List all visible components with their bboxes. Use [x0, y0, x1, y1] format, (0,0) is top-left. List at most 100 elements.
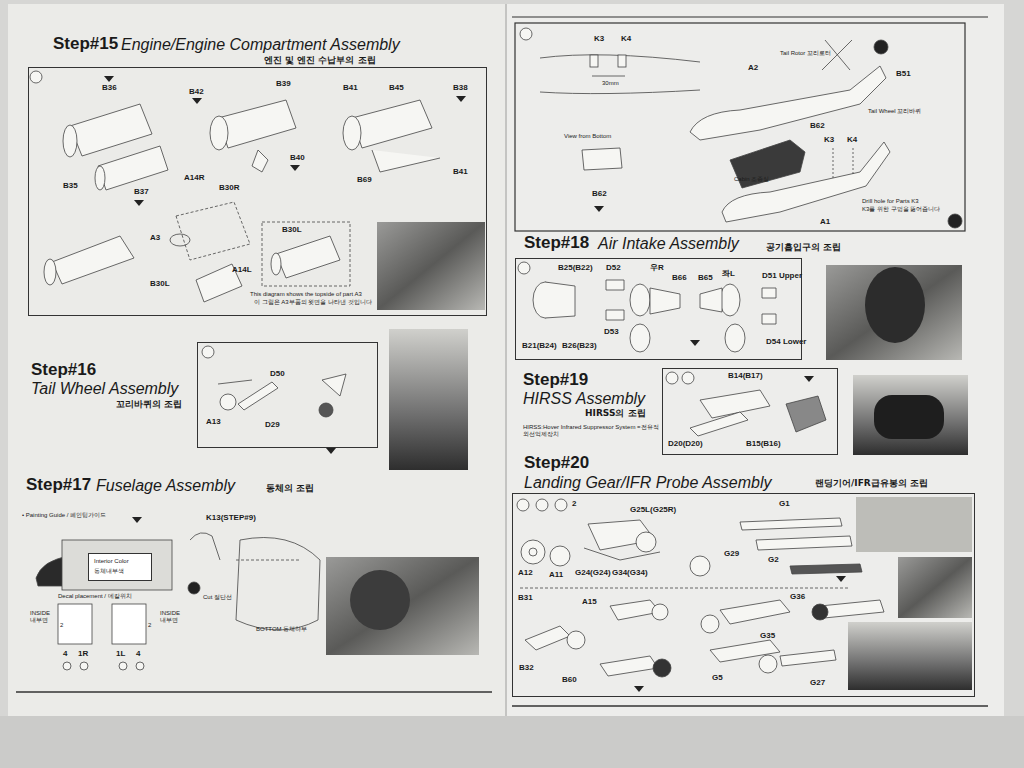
note-text: Decal placement / 데칼위치	[58, 593, 132, 600]
step-heading: Step#16	[31, 361, 96, 380]
part-number: G34(G34)	[612, 569, 648, 578]
step-text: Tail Wheel Assembly	[31, 380, 178, 398]
part-number: D52	[606, 264, 621, 273]
color-box: Interior Color 동체내부색	[88, 553, 152, 581]
part-number: G5	[712, 674, 723, 683]
note-text: 이 그림은 A3부품의 윗면을 나타낸 것입니다	[254, 299, 372, 306]
part-number: A14R	[184, 174, 204, 183]
part-number: K3	[824, 136, 834, 145]
part-number: B39	[276, 80, 291, 89]
note-text: View from Bottom	[564, 133, 611, 140]
note-text: K3를 위한 구멍을 뚫어줍니다	[862, 206, 940, 213]
note-text: 30mm	[602, 80, 619, 87]
part-number: B62	[592, 190, 607, 199]
part-number: 좌L	[722, 270, 735, 279]
part-number: B30L	[150, 280, 170, 289]
step-text: Engine/Engine Compartment Assembly	[121, 36, 400, 54]
part-number: B26(B23)	[562, 342, 597, 351]
part-number: G36	[790, 593, 805, 602]
note-text: • Painting Guide / 페인팅가이드	[22, 512, 106, 519]
part-number: A13	[206, 418, 221, 427]
note-text: INSIDE 내부면	[30, 610, 54, 623]
part-number: D51 Upper	[762, 272, 802, 281]
step-text: 랜딩기어/IFR급유봉의 조립	[815, 479, 928, 489]
step-heading: Fuselage Assembly	[96, 477, 235, 495]
step-text: HIRSS:Hover Infrared Suppressor System =…	[523, 424, 663, 437]
step-text: 꼬리바퀴의 조립	[116, 400, 182, 410]
part-number: B41	[343, 84, 358, 93]
part-number: D50	[270, 370, 285, 379]
note-text: Drill hole for Parts K3	[862, 198, 919, 205]
part-number: B36	[102, 84, 117, 93]
step-heading: Interior Color	[94, 558, 129, 565]
step-heading: Step#17	[26, 476, 91, 495]
part-number: D53	[604, 328, 619, 337]
part-number: 4	[63, 650, 67, 659]
note-text: Cabin 조종실	[734, 176, 769, 183]
part-number: 4	[136, 650, 140, 659]
note-text: Tail Rotor 꼬리로터	[780, 50, 831, 57]
part-number: K3	[594, 35, 604, 44]
note-text: BOTTOM 동체하부	[256, 626, 307, 633]
part-number: B40	[290, 154, 305, 163]
part-number: B62	[810, 122, 825, 131]
part-number: B37	[134, 188, 149, 197]
part-number: 우R	[650, 264, 664, 273]
part-number: B30L	[282, 226, 302, 235]
part-number: B65	[698, 274, 713, 283]
note-text: This diagram shows the topside of part A…	[250, 291, 362, 298]
part-number: G24(G24)	[575, 569, 611, 578]
part-number: B45	[389, 84, 404, 93]
part-number: D29	[265, 421, 280, 430]
part-number: B38	[453, 84, 468, 93]
part-number: K13(STEP#9)	[206, 514, 256, 523]
part-number: B35	[63, 182, 78, 191]
part-number: 2	[572, 500, 576, 509]
part-number: G1	[779, 500, 790, 509]
step-panel: Step#20Landing Gear/IFR Probe Assembly랜딩…	[512, 493, 975, 697]
note-text: 2	[60, 622, 63, 629]
part-number: D54 Lower	[766, 338, 806, 347]
part-number: K4	[621, 35, 631, 44]
step-text: 공기흡입구의 조립	[766, 243, 841, 253]
part-number: A11	[549, 571, 563, 580]
part-number: B21(B24)	[522, 342, 557, 351]
step-heading: Step#18	[524, 234, 589, 253]
part-number: B66	[672, 274, 687, 283]
part-number: D20(D20)	[668, 440, 703, 449]
step-text: HIRSS Assembly	[523, 390, 645, 408]
part-number: 1L	[116, 650, 125, 659]
part-number: A14L	[232, 266, 252, 275]
part-number: G2	[768, 556, 779, 565]
step-panel: Step#15Engine/Engine Compartment Assembl…	[28, 67, 487, 316]
note-text: Tail Wheel 꼬리바퀴	[868, 108, 921, 115]
part-number: B15(B16)	[746, 440, 781, 449]
step-heading: Step#19	[523, 371, 588, 390]
part-number: B31	[518, 594, 533, 603]
step-text: Landing Gear/IFR Probe Assembly	[524, 474, 772, 492]
part-number: A2	[748, 64, 758, 73]
part-number: B60	[562, 676, 577, 685]
part-number: G25L(G25R)	[630, 506, 676, 515]
step-heading: Step#15	[53, 35, 118, 54]
note-text: 2	[148, 622, 151, 629]
part-number: B32	[519, 664, 534, 673]
part-number: B69	[357, 176, 372, 185]
part-number: G35	[760, 632, 775, 641]
part-number: B30R	[219, 184, 239, 193]
step-text: 동체내부색	[94, 568, 124, 575]
part-number: A3	[150, 234, 160, 243]
step-panel: Step#18Air Intake Assembly공기흡입구의 조립	[515, 258, 802, 360]
part-number: A15	[582, 598, 597, 607]
step-heading: Step#20	[524, 454, 589, 473]
part-number: B51	[896, 70, 911, 79]
step-text: HIRSS의 조립	[585, 409, 646, 419]
part-number: B41	[453, 168, 468, 177]
step-heading: 동체의 조립	[266, 484, 314, 494]
part-number: A1	[820, 218, 830, 227]
part-number: G27	[810, 679, 825, 688]
part-number: G29	[724, 550, 739, 559]
note-text: Cut 절단선	[203, 594, 232, 601]
note-text: INSIDE 내부면	[160, 610, 184, 623]
step-text: Air Intake Assembly	[598, 235, 739, 253]
